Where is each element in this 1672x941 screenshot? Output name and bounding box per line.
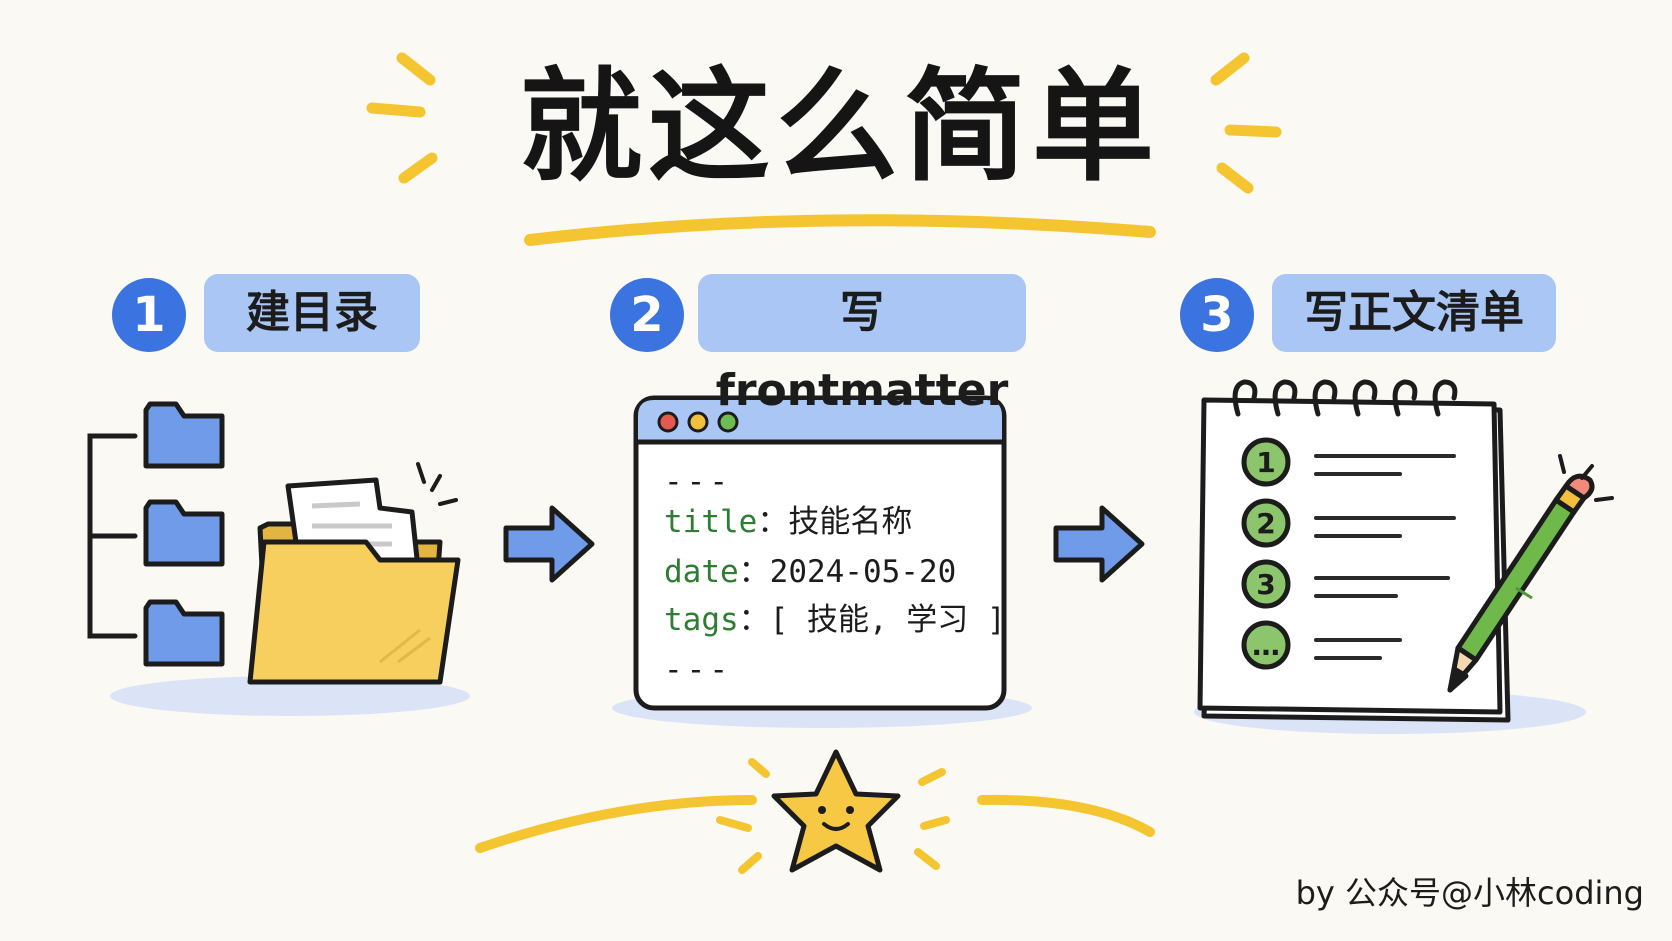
bottom-stroke-right	[977, 794, 1155, 837]
bottom-stroke-left	[475, 795, 757, 853]
checklist-circle	[1241, 559, 1291, 609]
open-folder-icon	[247, 462, 461, 685]
frontmatter-field-title: title：技能名称	[664, 502, 912, 542]
checklist-number: 1	[1256, 446, 1275, 479]
step-2-label: 写 frontmatter	[698, 274, 1026, 416]
star-sparkles	[716, 758, 950, 874]
frontmatter-sep: ：	[757, 504, 789, 540]
frontmatter-value: 2024-05-20	[769, 554, 957, 590]
frontmatter-value: 技能名称	[788, 504, 913, 540]
step1-shadow	[110, 676, 470, 716]
smiling-star-icon	[771, 749, 901, 873]
page-title: 就这么简单	[520, 56, 1160, 198]
step-2-badge: 2	[610, 278, 684, 352]
step-3-label: 写正文清单	[1272, 274, 1556, 352]
arrow-right-icon	[1053, 505, 1145, 583]
title-sparkle-left-icon	[366, 52, 438, 184]
frontmatter-close-dashes: ---	[664, 652, 732, 688]
checklist-circle	[1241, 620, 1291, 670]
frontmatter-value: [ 技能, 学习 ]	[769, 602, 1006, 638]
arrow-right-icon	[503, 505, 595, 583]
title-underline	[524, 214, 1156, 246]
checklist-number: …	[1252, 629, 1280, 662]
frontmatter-key: date	[664, 554, 739, 590]
checklist-circle	[1241, 498, 1291, 548]
frontmatter-open-dashes: ---	[664, 464, 732, 500]
checklist-markers: 1 2 3 …	[1241, 437, 1291, 670]
step-1-badge: 1	[112, 278, 186, 352]
frontmatter-key: title	[664, 504, 758, 540]
checklist-number: 3	[1256, 568, 1275, 601]
frontmatter-sep: ：	[738, 602, 770, 638]
frontmatter-sep: ：	[738, 554, 770, 590]
browser-window-icon	[633, 395, 1007, 711]
step-3-badge: 3	[1180, 278, 1254, 352]
author-credit: by 公众号@小林coding	[1295, 874, 1644, 912]
folder-tree-icon	[87, 401, 225, 667]
checklist-circle	[1241, 437, 1291, 487]
frontmatter-field-date: date：2024-05-20	[664, 552, 956, 592]
title-sparkle-right-icon	[1210, 52, 1282, 194]
checklist-number: 2	[1256, 507, 1275, 540]
pencil-icon	[1447, 454, 1614, 693]
step-1-label: 建目录	[204, 274, 420, 352]
frontmatter-field-tags: tags：[ 技能, 学习 ]	[664, 600, 1006, 640]
frontmatter-key: tags	[664, 602, 739, 638]
